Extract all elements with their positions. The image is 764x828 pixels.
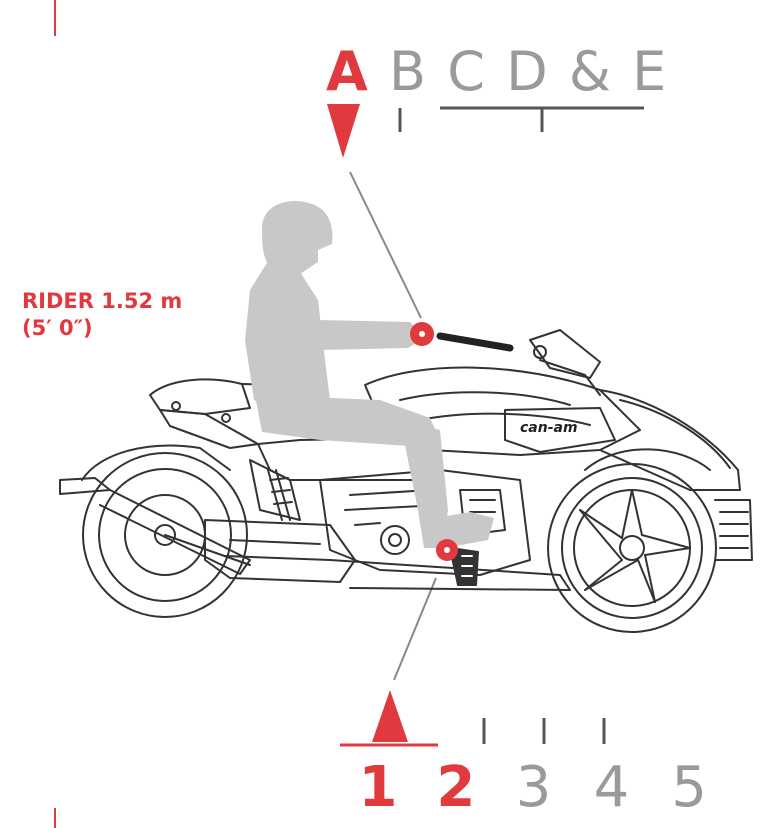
- footpeg-position-5: 5: [671, 755, 708, 820]
- handlebar-position-c: C: [447, 40, 487, 103]
- handlebar-leader-line: [349, 171, 422, 319]
- brand-logo: can-am: [520, 420, 578, 436]
- rider-height-imperial: (5′ 0″): [22, 316, 93, 340]
- footpeg-leader-line: [393, 577, 437, 681]
- handlebar-position-d: D: [506, 40, 550, 103]
- handlebar-position-b: B: [388, 40, 429, 103]
- footpeg-position-3: 3: [515, 755, 552, 820]
- rider-height-label: RIDER 1.52 m (5′ 0″): [22, 288, 182, 342]
- handlebar-position-e: E: [632, 40, 669, 103]
- exhaust-pipe: [204, 519, 356, 583]
- vehicle-illustration: [59, 329, 753, 633]
- handlebar-position-a: A: [326, 40, 370, 103]
- engine: [319, 469, 531, 576]
- footpeg-contact-point: [436, 539, 458, 561]
- front-wheel: [547, 463, 717, 633]
- rider-silhouette: [245, 201, 494, 548]
- footpeg-position-2: 2: [436, 755, 476, 820]
- handlebar-position-labels: A B C D & E: [326, 40, 668, 103]
- rear-wheel: [82, 452, 248, 618]
- rider-height-metric: RIDER 1.52 m: [22, 289, 183, 313]
- footpeg-position-1: 1: [358, 755, 398, 820]
- footpeg-position-labels: 1 2 3 4 5: [348, 755, 719, 820]
- handlebar-position-ampersand: &: [568, 40, 613, 103]
- rear-seat: [149, 378, 251, 415]
- handlebar-pointer-triangle: [327, 104, 360, 158]
- footpeg-position-4: 4: [593, 755, 630, 820]
- handlebar-contact-point: [410, 322, 434, 346]
- footpeg-pointer-triangle: [372, 690, 408, 742]
